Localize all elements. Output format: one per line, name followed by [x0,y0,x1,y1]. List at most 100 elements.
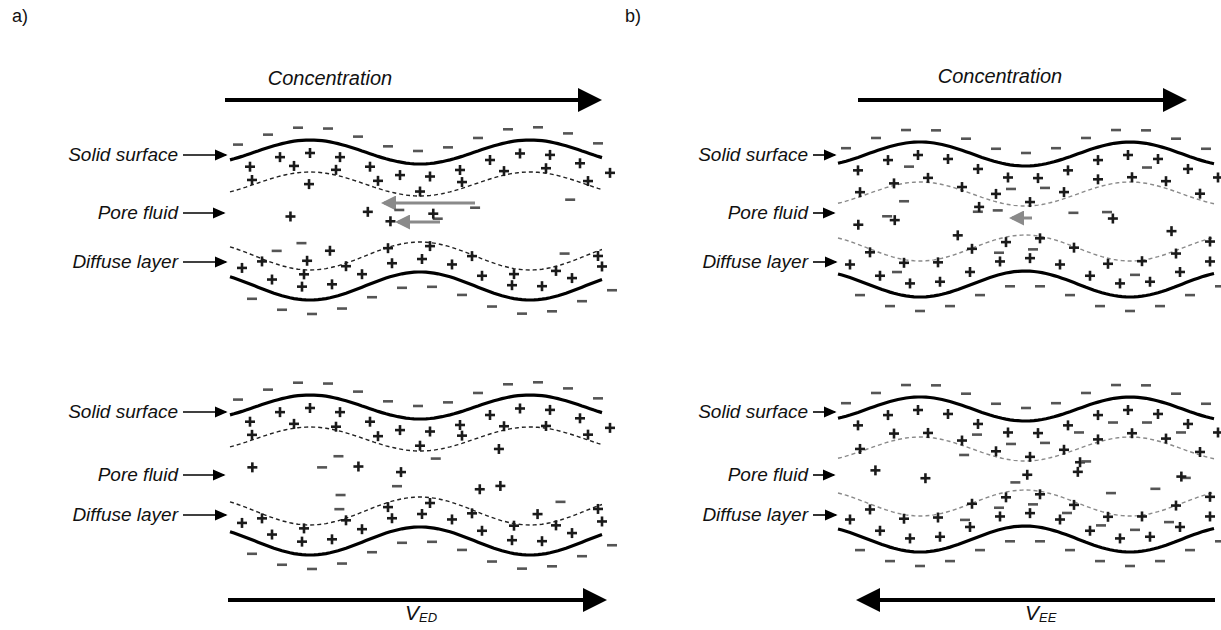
positive-charge [961,182,964,192]
positive-charge [293,161,296,171]
positive-charge [1029,253,1032,263]
positive-charge [1209,256,1212,266]
label: V [405,601,419,625]
negative-charge [1125,565,1135,568]
positive-charge [1089,526,1092,536]
positive-charge [303,523,306,533]
diffuse-layer-boundary [230,172,602,196]
leader-arrow [813,514,836,516]
positive-charge [419,187,422,197]
negative-charge [334,508,344,511]
positive-charge [429,241,432,251]
positive-charge [345,515,348,525]
negative-charge [367,296,377,299]
positive-charge [451,514,454,524]
positive-charge [519,148,522,158]
positive-charge [471,508,474,518]
positive-charge [279,407,282,417]
positive-charge [1037,173,1040,183]
positive-charge [601,261,604,271]
negative-charge [1141,129,1151,132]
negative-charge [1006,188,1016,191]
positive-charge [549,150,552,160]
negative-charge [563,132,573,135]
negative-charge [1021,407,1031,410]
positive-charge [1180,472,1183,482]
negative-charge [1005,540,1015,543]
positive-charge [1157,154,1160,164]
positive-charge [261,513,264,523]
concentration-arrow [225,98,598,102]
positive-charge [331,279,334,289]
positive-charge [369,162,372,172]
negative-charge [993,209,1003,212]
positive-charge [857,220,860,230]
positive-charge [579,413,582,423]
negative-charge [1065,294,1075,297]
leader-arrow [183,212,224,214]
positive-charge [461,431,464,441]
negative-charge [931,129,941,132]
positive-charge [1039,489,1042,499]
positive-charge [399,425,402,435]
negative-charge [1040,442,1050,445]
concentration-arrow [858,98,1183,102]
negative-charge [1021,152,1031,155]
positive-charge [329,246,332,256]
leader-arrow [183,411,226,413]
negative-charge [427,541,437,544]
negative-charge [487,560,497,563]
negative-charge [473,392,483,395]
positive-charge [999,256,1002,266]
positive-charge [301,282,304,292]
negative-charge [337,562,347,565]
negative-charge [233,398,243,401]
negative-charge [1028,248,1038,251]
negative-charge [247,298,257,301]
negative-charge [1215,285,1221,288]
positive-charge [1107,259,1110,269]
negative-charge [1068,212,1078,215]
negative-charge [577,300,587,303]
positive-charge [1199,189,1202,199]
negative-charge [593,397,603,400]
positive-charge [303,269,306,279]
positive-charge [289,211,292,221]
negative-charge [277,563,287,566]
positive-charge [597,251,600,261]
negative-charge [841,147,851,150]
positive-charge [345,261,348,271]
label: Diffuse layer [72,504,178,526]
positive-charge [271,530,274,540]
positive-charge [917,150,920,160]
solid-surface [838,271,1214,297]
positive-charge [1026,470,1029,480]
positive-charge [947,154,950,164]
leader-arrow [183,474,224,476]
positive-charge [241,263,244,273]
negative-charge [263,133,273,136]
positive-charge [429,172,432,182]
label: Solid surface [698,401,808,423]
positive-charge [545,421,548,431]
positive-charge [995,446,998,456]
positive-charge [335,165,338,175]
negative-charge [353,135,363,138]
negative-charge [945,560,955,563]
negative-charge [1155,305,1165,308]
positive-charge [849,515,852,525]
positive-charge [499,481,502,491]
positive-charge [389,216,392,226]
positive-charge [293,419,296,429]
positive-charge [545,163,548,173]
positive-charge [241,518,244,528]
positive-charge [511,280,514,290]
positive-charge [1217,427,1220,437]
negative-charge [1130,274,1140,277]
negative-charge [323,127,333,130]
negative-charge [961,137,971,140]
positive-charge [1141,256,1144,266]
positive-charge [251,430,254,440]
negative-charge [413,405,423,408]
